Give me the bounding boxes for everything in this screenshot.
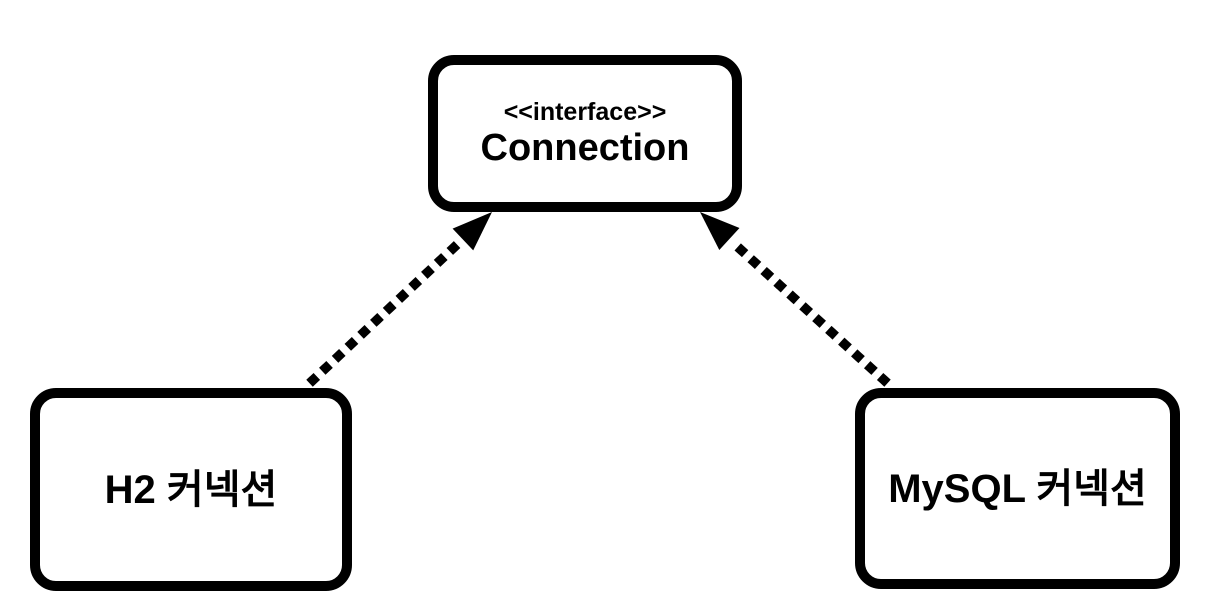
arrow-head-icon [452,212,492,251]
node-connection-interface: <<interface>> Connection [428,55,742,212]
h2-connection-label: H2 커넥션 [104,467,278,512]
interface-name-label: Connection [480,126,690,169]
node-h2-connection: H2 커넥션 [30,388,352,591]
arrow-head-icon [700,212,740,250]
mysql-connection-label: MySQL 커넥션 [888,466,1147,511]
interface-stereotype-label: <<interface>> [503,97,667,126]
realization-arrow-h2 [306,212,492,387]
realization-arrow-mysql [700,212,891,387]
node-mysql-connection: MySQL 커넥션 [855,388,1180,589]
